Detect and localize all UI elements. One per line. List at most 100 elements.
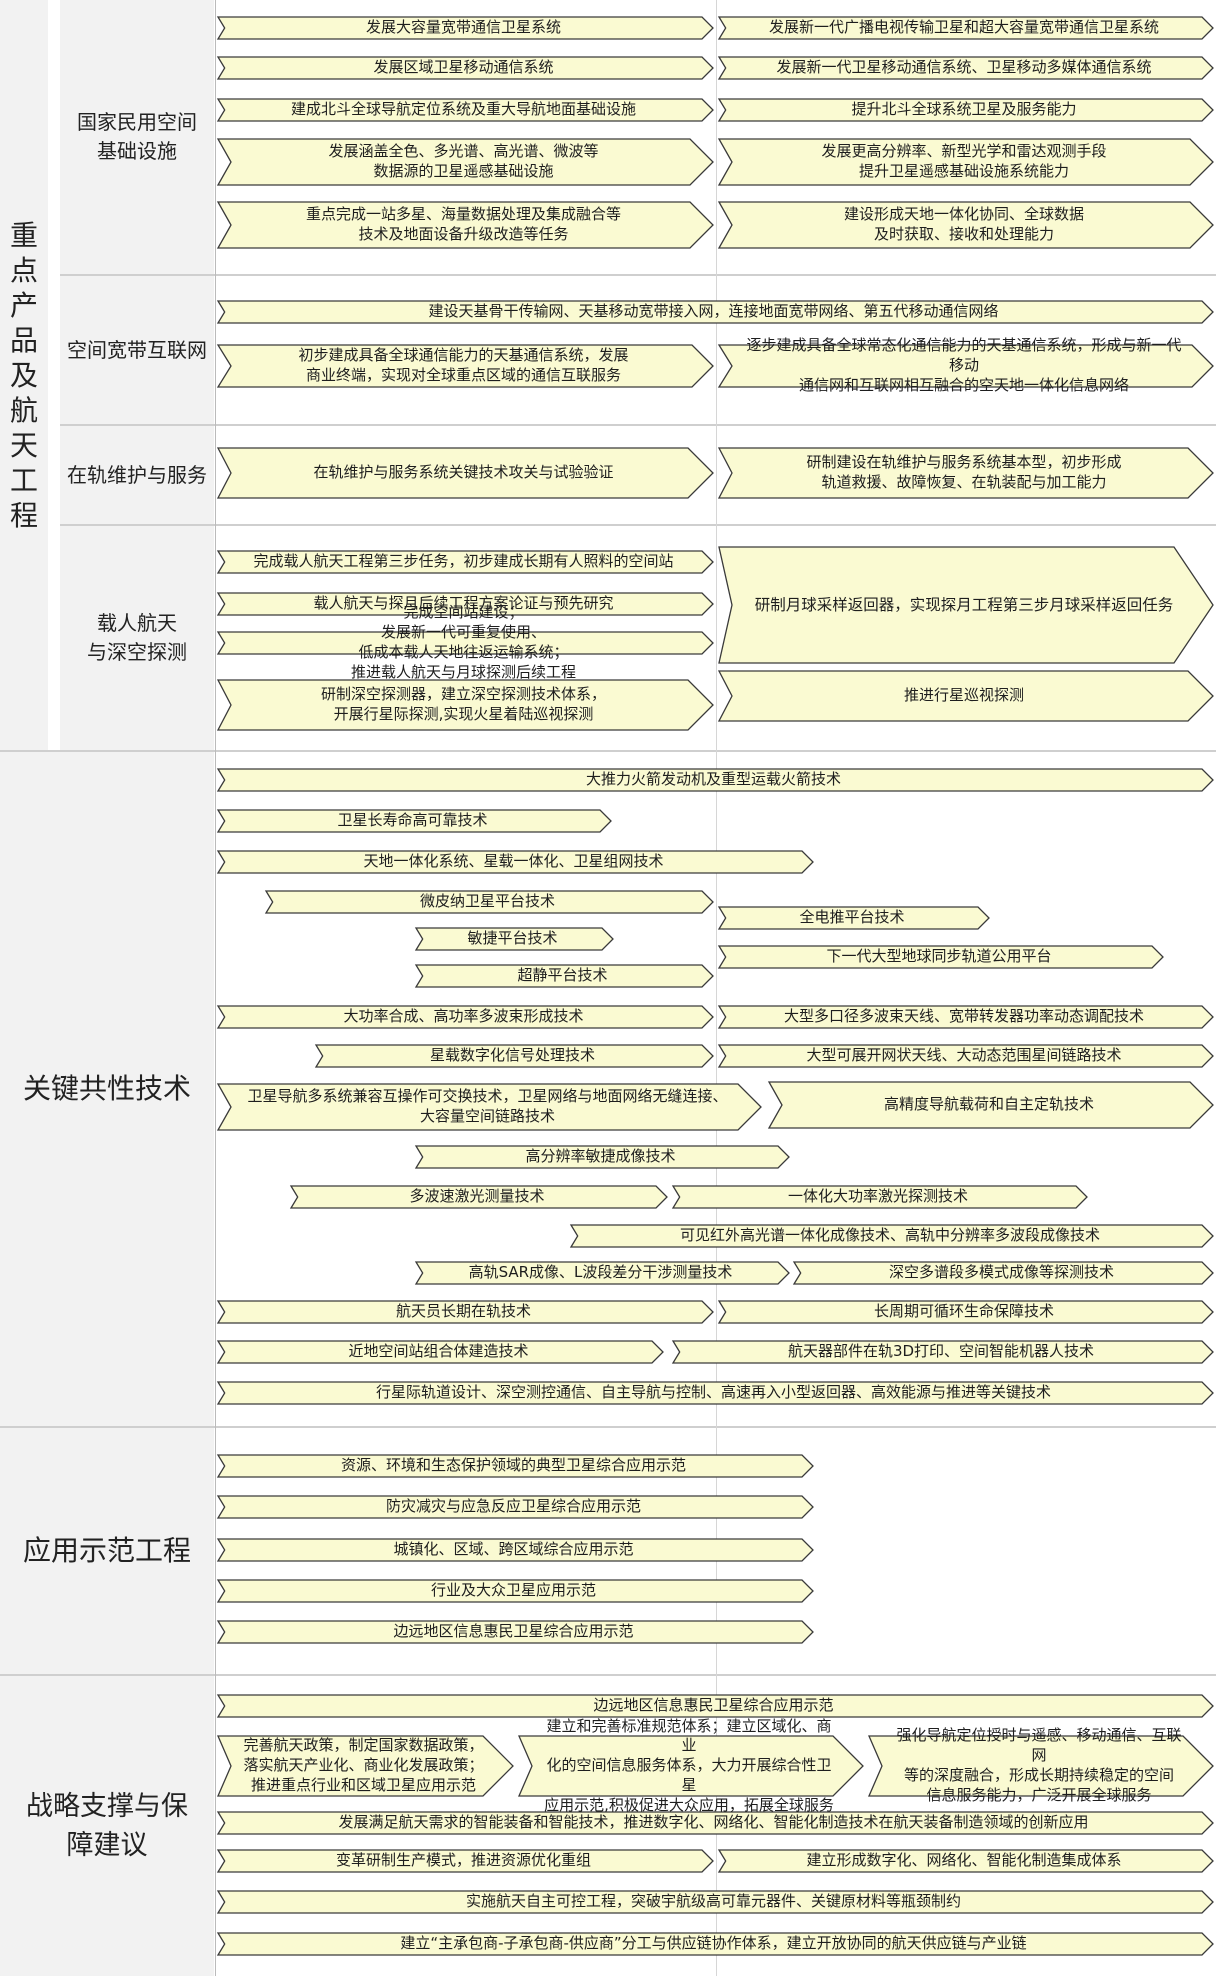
arrow-label: 研制建设在轨维护与服务系统基本型，初步形成 轨道救援、故障恢复、在轨装配与加工能…: [806, 453, 1122, 491]
roadmap-arrow: 大型多口径多波束天线、宽带转发器功率动态调配技术: [717, 1005, 1214, 1029]
arrow-label: 完成载人航天工程第三步任务，初步建成长期有人照料的空间站: [253, 552, 674, 571]
arrow-shape: [414, 964, 714, 988]
arrow-label: 近地空间站组合体建造技术: [348, 1342, 529, 1361]
roadmap-arrow: 研制月球采样返回器，实现探月工程第三步月球采样返回任务: [718, 546, 1214, 664]
arrow-shape: [216, 1300, 714, 1324]
arrow-shape: [414, 1145, 790, 1169]
roadmap-arrow: 城镇化、区域、跨区域综合应用示范: [216, 1538, 814, 1562]
arrow-shape: [717, 1300, 1214, 1324]
arrow-label: 推进行星巡视探测: [903, 686, 1024, 705]
arrow-shape: [216, 1454, 814, 1478]
arrow-label: 在轨维护与服务系统关键技术攻关与试验验证: [313, 463, 614, 482]
category-support-label: 战略支撑与保障建议: [26, 1790, 188, 1861]
arrow-shape: [216, 56, 714, 80]
arrow-shape: [717, 56, 1214, 80]
roadmap-arrow: 发展更高分辨率、新型光学和雷达观测手段 提升卫星遥感基础设施系统能力: [717, 138, 1214, 186]
roadmap-arrow: 强化导航定位授时与遥感、移动通信、互联网 等的深度融合，形成长期持续稳定的空间 …: [868, 1726, 1214, 1804]
arrow-label: 变革研制生产模式，推进资源优化重组: [335, 1851, 591, 1870]
roadmap-arrow: 高分辨率敏捷成像技术: [414, 1145, 790, 1169]
roadmap-arrow: 资源、环境和生态保护领域的典型卫星综合应用示范: [216, 1454, 814, 1478]
category-support: 战略支撑与保障建议: [0, 1676, 214, 1976]
arrow-shape: [216, 1694, 1214, 1718]
arrow-label: 建设形成天地一体化协同、全球数据 及时获取、接收和处理能力: [843, 205, 1084, 243]
arrow-shape: [671, 1185, 1088, 1209]
arrow-label: 一体化大功率激光探测技术: [787, 1187, 968, 1206]
separator: [0, 1426, 1216, 1428]
arrow-shape: [216, 679, 714, 731]
arrow-shape: [216, 344, 714, 388]
arrow-shape: [216, 138, 714, 186]
roadmap-arrow: 长周期可循环生命保障技术: [717, 1300, 1214, 1324]
arrow-shape: [216, 809, 612, 833]
arrow-shape: [717, 1044, 1214, 1068]
arrow-shape: [767, 1081, 1214, 1129]
arrow-label: 深空多谱段多模式成像等探测技术: [888, 1263, 1114, 1282]
category-apps: 应用示范工程: [0, 1428, 214, 1674]
subcategory-internet: 空间宽带互联网: [60, 276, 214, 424]
roadmap-arrow: 大型可展开网状天线、大动态范围星间链路技术: [717, 1044, 1214, 1068]
arrow-label: 防灾减灾与应急反应卫星综合应用示范: [385, 1497, 641, 1516]
roadmap-arrow: 建立形成数字化、网络化、智能化制造集成体系: [717, 1849, 1214, 1873]
arrow-shape: [792, 1261, 1214, 1285]
arrow-label: 发展区域卫星移动通信系统: [373, 58, 554, 77]
roadmap-arrow: 建设形成天地一体化协同、全球数据 及时获取、接收和处理能力: [717, 201, 1214, 249]
roadmap-arrow: 发展满足航天需求的智能装备和智能技术，推进数字化、网络化、智能化制造技术在航天装…: [216, 1811, 1214, 1835]
arrow-label: 发展新一代广播电视传输卫星和超大容量宽带通信卫星系统: [768, 18, 1159, 37]
arrow-label: 资源、环境和生态保护领域的典型卫星综合应用示范: [340, 1456, 686, 1475]
arrow-label: 下一代大型地球同步轨道公用平台: [826, 947, 1052, 966]
arrow-label: 发展大容量宽带通信卫星系统: [365, 18, 561, 37]
arrow-label: 完善航天政策，制定国家数据政策， 落实航天产业化、商业化发展政策； 推进重点行业…: [243, 1736, 484, 1794]
arrow-shape: [216, 768, 1214, 792]
roadmap-arrow: 研制深空探测器，建立深空探测技术体系， 开展行星际探测,实现火星着陆巡视探测: [216, 679, 714, 731]
arrow-label: 发展新一代卫星移动通信系统、卫星移动多媒体通信系统: [776, 58, 1152, 77]
arrow-label: 可见红外高光谱一体化成像技术、高轨中分辨率多波段成像技术: [679, 1226, 1100, 1245]
roadmap-arrow: 完成载人航天工程第三步任务，初步建成长期有人照料的空间站: [216, 550, 714, 574]
arrow-shape: [314, 1044, 714, 1068]
arrow-shape: [518, 1735, 864, 1797]
roadmap-arrow: 大功率合成、高功率多波束形成技术: [216, 1005, 714, 1029]
arrow-label: 建立和完善标准规范体系；建立区域化、商业 化的空间信息服务体系，大力开展综合性卫…: [544, 1716, 834, 1814]
arrow-shape: [264, 890, 714, 914]
arrow-label: 研制深空探测器，建立深空探测技术体系， 开展行星际探测,实现火星着陆巡视探测: [320, 685, 606, 723]
arrow-label: 长周期可循环生命保障技术: [873, 1302, 1054, 1321]
arrow-label: 卫星导航多系统兼容互操作可交换技术，卫星网络与地面网络无缝连接、 大容量空间链路…: [247, 1087, 728, 1125]
arrow-label: 天地一体化系统、星载一体化、卫星组网技术: [363, 852, 664, 871]
arrow-label: 行业及大众卫星应用示范: [430, 1581, 596, 1600]
roadmap-arrow: 行星际轨道设计、深空测控通信、自主导航与控制、高速再入小型返回器、高效能源与推进…: [216, 1381, 1214, 1405]
roadmap-arrow: 航天员长期在轨技术: [216, 1300, 714, 1324]
roadmap-arrow: 卫星导航多系统兼容互操作可交换技术，卫星网络与地面网络无缝连接、 大容量空间链路…: [216, 1083, 762, 1131]
arrow-label: 超静平台技术: [517, 966, 608, 985]
arrow-shape: [414, 927, 614, 951]
arrow-label: 重点完成一站多星、海量数据处理及集成融合等 技术及地面设备升级改造等任务: [305, 205, 621, 243]
separator: [0, 1674, 1216, 1676]
arrow-label: 建立“主承包商-子承包商-供应商”分工与供应链协作体系，建立开放协同的航天供应链…: [400, 1934, 1027, 1953]
arrow-shape: [216, 1620, 814, 1644]
arrow-label: 发展满足航天需求的智能装备和智能技术，推进数字化、网络化、智能化制造技术在航天装…: [338, 1813, 1089, 1832]
arrow-label: 边远地区信息惠民卫星综合应用示范: [593, 1696, 834, 1715]
arrow-label: 微皮纳卫星平台技术: [419, 892, 555, 911]
arrow-shape: [717, 16, 1214, 40]
arrow-label: 敏捷平台技术: [467, 929, 558, 948]
separator: [60, 524, 1216, 526]
arrow-shape: [717, 670, 1214, 722]
arrow-shape: [718, 546, 1214, 664]
arrow-shape: [569, 1224, 1214, 1248]
roadmap-arrow: 发展区域卫星移动通信系统: [216, 56, 714, 80]
roadmap-arrow: 卫星长寿命高可靠技术: [216, 809, 612, 833]
roadmap-arrow: 下一代大型地球同步轨道公用平台: [717, 945, 1164, 969]
arrow-label: 提升北斗全球系统卫星及服务能力: [851, 100, 1077, 119]
roadmap-arrow: 变革研制生产模式，推进资源优化重组: [216, 1849, 714, 1873]
arrow-shape: [717, 98, 1214, 122]
arrow-shape: [717, 138, 1214, 186]
roadmap-arrow: 提升北斗全球系统卫星及服务能力: [717, 98, 1214, 122]
arrow-label: 高分辨率敏捷成像技术: [525, 1147, 676, 1166]
arrow-shape: [216, 98, 714, 122]
arrow-label: 大推力火箭发动机及重型运载火箭技术: [585, 770, 841, 789]
category-products: 重点产品及航天工程: [0, 0, 48, 750]
arrow-shape: [717, 945, 1164, 969]
roadmap-arrow: 高精度导航载荷和自主定轨技术: [767, 1081, 1214, 1129]
subcategory-infrastructure: 国家民用空间 基础设施: [60, 0, 214, 274]
arrow-label: 建成北斗全球导航定位系统及重大导航地面基础设施: [290, 100, 636, 119]
arrow-shape: [216, 592, 714, 616]
